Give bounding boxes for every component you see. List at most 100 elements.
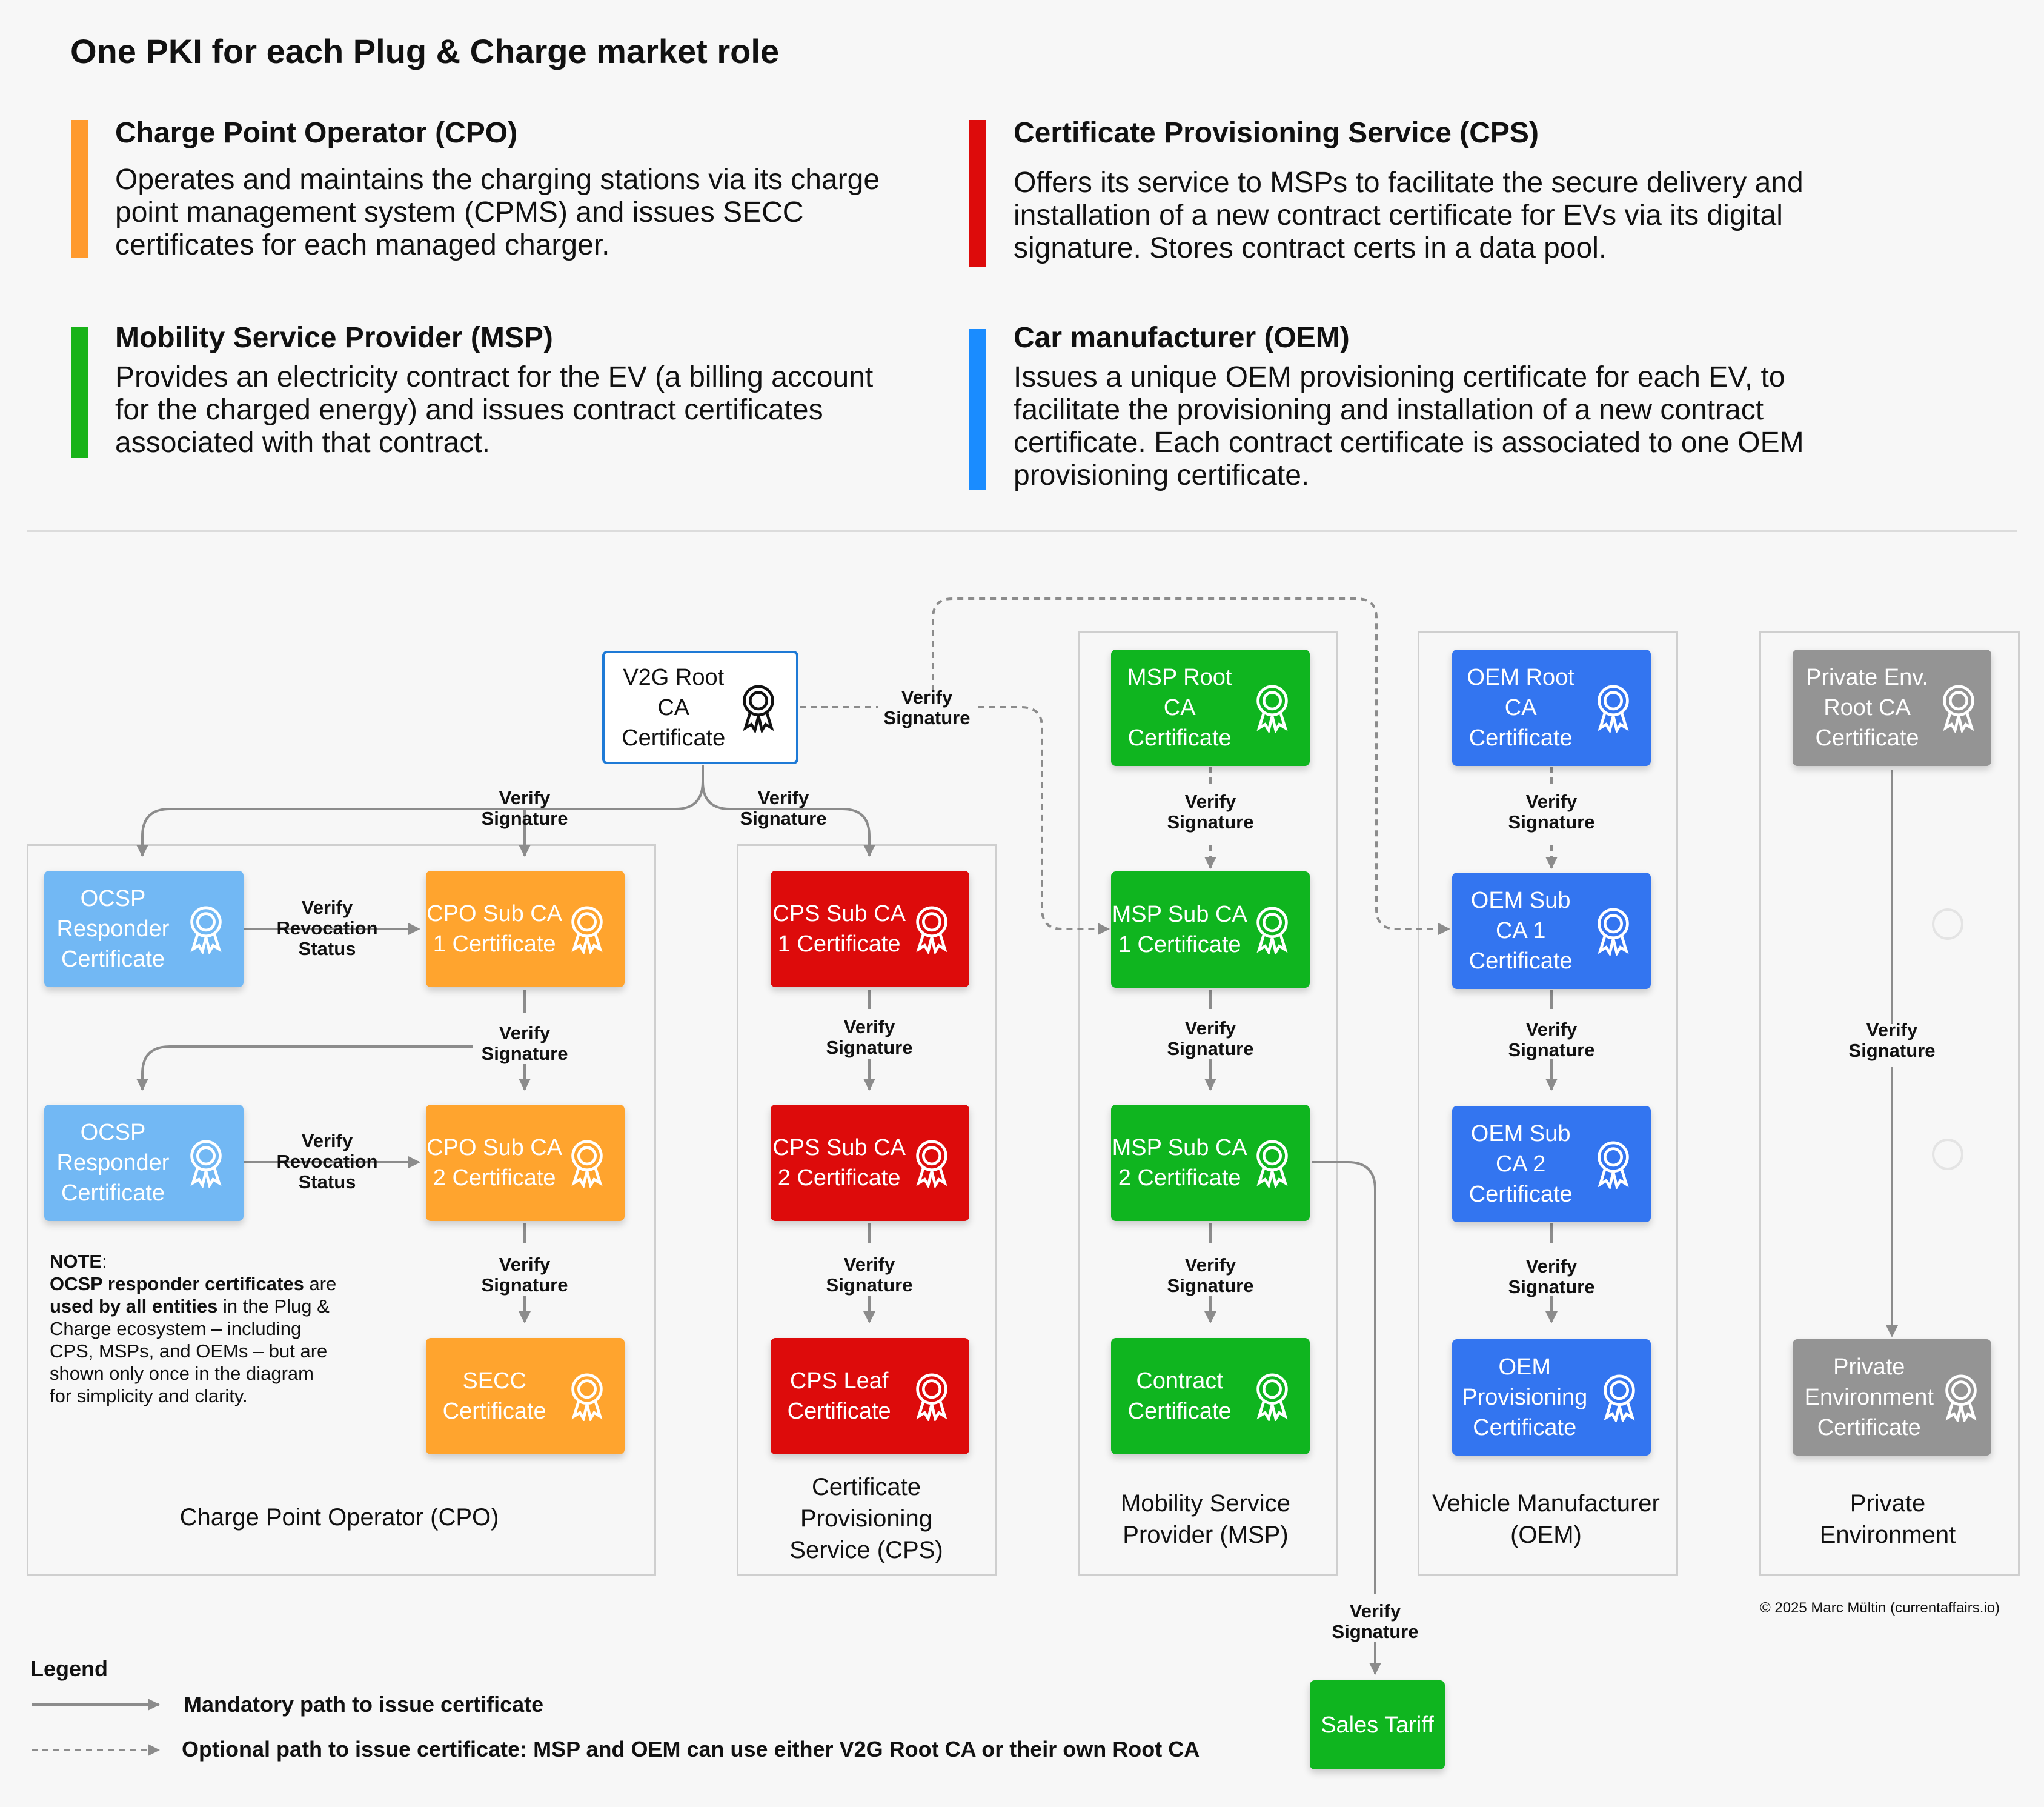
oem-sub-ca-2-certificate: OEM Sub CA 2 Certificate — [1452, 1106, 1651, 1222]
cps-group-label: Certificate Provisioning Service (CPS) — [789, 1474, 943, 1563]
ocsp-2-label: OCSP Responder Certificate — [56, 1120, 170, 1206]
sales-tariff-label: Sales Tariff — [1321, 1712, 1434, 1738]
msp-sub-ca-1-certificate: MSP Sub CA 1 Certificate — [1111, 871, 1310, 988]
msp-sub-ca-1-label: MSP Sub CA 1 Certificate — [1112, 902, 1247, 957]
certificate-badge-icon — [1943, 685, 1974, 733]
edge-label-verify-signature: Verify Signature — [1508, 1256, 1595, 1297]
certificate-badge-icon — [916, 1373, 947, 1421]
ocsp-note: NOTE: OCSP responder certificates are us… — [50, 1250, 340, 1407]
edge-label-verify-signature: Verify Signature — [740, 787, 827, 829]
cps-sub-ca-1-label: CPS Sub CA 1 Certificate — [772, 901, 906, 957]
oem-sub-ca-1-certificate: OEM Sub CA 1 Certificate — [1452, 873, 1651, 989]
edge-label-verify-signature: Verify Signature — [1167, 1017, 1254, 1059]
cps-leaf-certificate: CPS Leaf Certificate — [771, 1338, 969, 1454]
msp-sub-ca-2-label: MSP Sub CA 2 Certificate — [1112, 1135, 1247, 1191]
cpo-sub-ca-2-label: CPO Sub CA 2 Certificate — [426, 1135, 563, 1191]
oem-provisioning-label: OEM Provisioning Certificate — [1462, 1354, 1588, 1440]
oem-color-bar — [969, 329, 986, 490]
msp-root-ca-label: MSP Root CA Certificate — [1127, 665, 1232, 751]
msp-sub-ca-2-certificate: MSP Sub CA 2 Certificate — [1111, 1105, 1310, 1221]
certificate-badge-icon — [916, 1140, 947, 1188]
secc-certificate: SECC Certificate — [426, 1338, 625, 1454]
oem-sub-ca-1-label: OEM Sub CA 1 Certificate — [1468, 888, 1573, 974]
secc-label: SECC Certificate — [442, 1368, 546, 1424]
oem-provisioning-certificate: OEM Provisioning Certificate — [1452, 1339, 1651, 1456]
oem-root-ca-certificate: OEM Root CA Certificate — [1452, 650, 1651, 766]
note-text-1: are — [304, 1273, 337, 1294]
certificate-badge-icon — [190, 1140, 222, 1188]
certificate-badge-icon — [1256, 1140, 1288, 1188]
certificate-badge-icon — [1598, 1141, 1629, 1189]
copyright: © 2025 Marc Mültin (currentaffairs.io) — [1760, 1600, 2000, 1616]
cps-color-bar — [969, 120, 986, 267]
cps-sub-ca-1-certificate: CPS Sub CA 1 Certificate — [771, 871, 969, 987]
oem-root-ca-label: OEM Root CA Certificate — [1467, 665, 1574, 751]
sales-tariff: Sales Tariff — [1310, 1680, 1445, 1769]
cpo-sub-ca-2-certificate: CPO Sub CA 2 Certificate — [426, 1105, 625, 1221]
edge-label-verify-signature: Verify Signature — [1508, 1019, 1595, 1060]
msp-role-title: Mobility Service Provider (MSP) — [115, 322, 553, 354]
edge-label-verify-signature: Verify Signature — [481, 1254, 568, 1296]
certificate-badge-icon — [1256, 1373, 1288, 1421]
cpo-color-bar — [71, 120, 88, 258]
cpo-sub-ca-1-certificate: CPO Sub CA 1 Certificate — [426, 871, 625, 987]
edge-label-verify-signature: Verify Signature — [1332, 1600, 1419, 1642]
page-title: One PKI for each Plug & Charge market ro… — [70, 32, 780, 70]
private-environment-label: Private Environment Certificate — [1804, 1354, 1934, 1440]
certificate-badge-icon — [571, 1140, 603, 1188]
certificate-badge-icon — [1256, 907, 1288, 954]
edge-label-verify-signature: Verify Signature — [1167, 1254, 1254, 1296]
note-text-2: in the Plug & Charge ecosystem – includi… — [50, 1296, 330, 1406]
private-env-root-ca-certificate: Private Env. Root CA Certificate — [1793, 650, 1991, 766]
certificate-badge-icon — [916, 906, 947, 954]
contract-label: Contract Certificate — [1127, 1368, 1232, 1424]
oem-role-description: Issues a unique OEM provisioning certifi… — [1014, 361, 1804, 491]
ocsp-responder-certificate-2: OCSP Responder Certificate — [44, 1105, 244, 1221]
edge-label-verify-signature: Verify Signature — [826, 1254, 913, 1296]
edge-label-verify-signature: Verify Signature — [481, 787, 568, 829]
msp-role-description: Provides an electricity contract for the… — [115, 361, 874, 459]
cps-role-description: Offers its service to MSPs to facilitate… — [1014, 167, 1803, 264]
edge-label-verify-signature: Verify Signature — [1167, 791, 1254, 833]
legend-optional: Optional path to issue certificate: MSP … — [182, 1737, 1200, 1762]
cpo-role-description: Operates and maintains the charging stat… — [115, 164, 880, 261]
certificate-badge-icon — [571, 1373, 603, 1421]
oem-sub-ca-2-label: OEM Sub CA 2 Certificate — [1468, 1121, 1573, 1207]
certificate-badge-icon — [1598, 908, 1629, 956]
ocsp-responder-certificate-1: OCSP Responder Certificate — [44, 871, 244, 987]
private-group-label: Private Environment — [1819, 1490, 1956, 1548]
certificate-badge-icon — [190, 906, 222, 954]
certificate-badge-icon — [1604, 1374, 1635, 1422]
note-bold-2: used by all entities — [50, 1296, 218, 1317]
section-divider — [27, 530, 2017, 532]
private-environment-certificate: Private Environment Certificate — [1793, 1339, 1991, 1456]
note-colon: : — [102, 1251, 107, 1272]
v2g-root-ca-certificate: V2G Root CA Certificate — [602, 651, 798, 764]
cps-sub-ca-2-label: CPS Sub CA 2 Certificate — [772, 1135, 906, 1191]
cpo-sub-ca-1-label: CPO Sub CA 1 Certificate — [426, 901, 563, 957]
msp-color-bar — [71, 327, 88, 458]
v2g-root-ca-label: V2G Root CA Certificate — [622, 664, 726, 751]
certificate-badge-icon — [1945, 1374, 1977, 1422]
edge-label-verify-revocation: Verify Revocation Status — [276, 1130, 378, 1193]
note-bold-1: OCSP responder certificates — [50, 1273, 304, 1294]
cpo-group-label: Charge Point Operator (CPO) — [179, 1504, 499, 1531]
msp-group-label: Mobility Service Provider (MSP) — [1120, 1490, 1291, 1548]
legend-title: Legend — [30, 1656, 108, 1681]
certificate-badge-icon — [743, 685, 774, 733]
contract-certificate: Contract Certificate — [1111, 1338, 1310, 1454]
oem-group-label: Vehicle Manufacturer (OEM) — [1432, 1490, 1660, 1548]
legend-mandatory: Mandatory path to issue certificate — [184, 1692, 544, 1717]
ocsp-1-label: OCSP Responder Certificate — [56, 886, 170, 972]
certificate-badge-icon — [571, 906, 603, 954]
certificate-badge-icon — [1598, 685, 1629, 733]
edge-label-verify-revocation: Verify Revocation Status — [276, 897, 378, 959]
edge-label-verify-signature: Verify Signature — [481, 1022, 568, 1064]
edge-label-verify-signature: Verify Signature — [883, 687, 971, 728]
certificate-badge-icon — [1256, 685, 1288, 733]
oem-role-title: Car manufacturer (OEM) — [1014, 322, 1350, 354]
edge-label-verify-signature: Verify Signature — [826, 1016, 913, 1058]
note-label: NOTE — [50, 1251, 102, 1272]
msp-root-ca-certificate: MSP Root CA Certificate — [1111, 650, 1310, 766]
edge-label-verify-signature: Verify Signature — [1508, 791, 1595, 833]
